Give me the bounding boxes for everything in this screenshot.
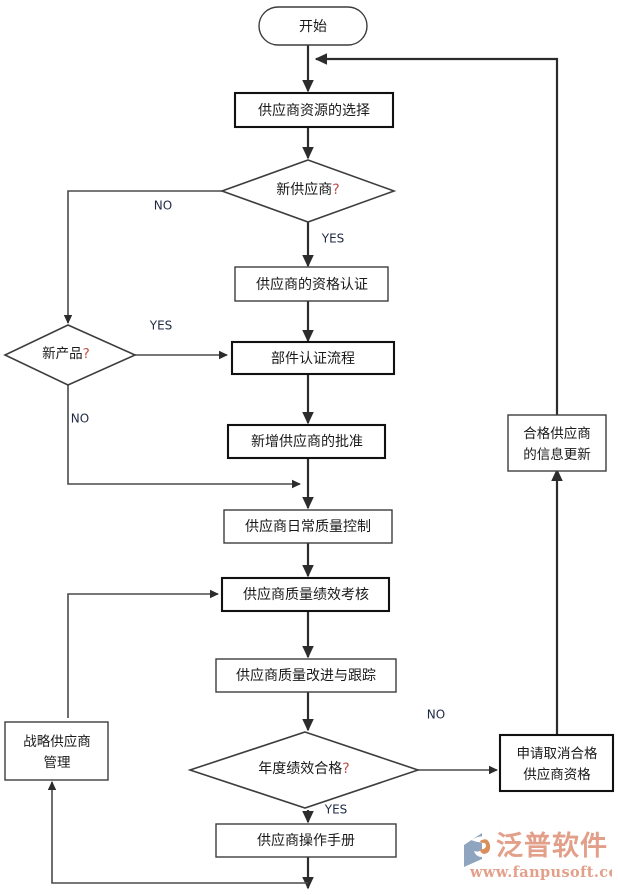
node-new-product[interactable]: 新产品?	[3, 324, 137, 386]
daily-qc-label: 供应商日常质量控制	[245, 518, 371, 535]
qualify-shape	[234, 266, 389, 302]
node-qualify[interactable]: 供应商的资格认证	[234, 266, 389, 302]
cancel-request-label-line2: 供应商资格	[523, 766, 591, 783]
annual-pass-label: 年度绩效合格?	[258, 761, 349, 777]
select-label: 供应商资源的选择	[258, 102, 370, 119]
node-perf-review[interactable]: 供应商质量绩效考核	[220, 576, 391, 613]
part-cert-label: 部件认证流程	[271, 351, 355, 367]
edge-label-no-annual: NO	[427, 708, 445, 722]
new-supplier-label: 新供应商?	[276, 181, 339, 198]
edge-updateinfo-to-select	[314, 53, 559, 415]
new-product-label: 新产品?	[42, 346, 90, 362]
node-cancel-request[interactable]: 申请取消合格 供应商资格	[498, 733, 615, 793]
improve-shape	[215, 658, 397, 693]
manual-label: 供应商操作手册	[257, 832, 355, 849]
edge-label-yes-new-supplier: YES	[321, 232, 345, 246]
update-info-label-line1: 合格供应商	[523, 425, 591, 442]
node-part-cert[interactable]: 部件认证流程	[230, 340, 396, 376]
edge-labels: NO YES YES NO NO YES	[71, 199, 445, 817]
node-daily-qc[interactable]: 供应商日常质量控制	[223, 509, 393, 544]
perf-review-label: 供应商质量绩效考核	[243, 586, 369, 603]
select-shape	[233, 91, 395, 129]
edge-label-yes-annual: YES	[324, 803, 348, 817]
node-improve[interactable]: 供应商质量改进与跟踪	[215, 658, 397, 693]
node-update-info[interactable]: 合格供应商 的信息更新	[507, 414, 607, 472]
connectors	[47, 45, 563, 890]
node-start[interactable]: 开始	[258, 6, 368, 46]
cancel-request-shape	[498, 733, 615, 793]
cancel-request-label-line1: 申请取消合格	[517, 746, 598, 762]
node-manual[interactable]: 供应商操作手册	[215, 823, 397, 858]
node-new-supplier[interactable]: 新供应商?	[219, 159, 397, 223]
manual-shape	[215, 823, 397, 858]
strategic-label-line2: 管理	[44, 755, 71, 771]
edge-newsupplier-no-to-newproduct	[63, 190, 222, 324]
qualify-label: 供应商的资格认证	[256, 276, 368, 293]
approve-label: 新增供应商的批准	[251, 433, 363, 450]
new-product-shape	[3, 324, 137, 386]
edge-label-no-new-product: NO	[71, 412, 89, 426]
edge-newproduct-no-to-dailyqc	[67, 385, 301, 489]
edge-label-yes-new-product: YES	[149, 319, 173, 333]
annual-pass-shape	[187, 731, 421, 809]
perf-review-shape	[220, 576, 391, 613]
edge-label-no-new-supplier: NO	[154, 199, 172, 213]
node-annual-pass[interactable]: 年度绩效合格?	[187, 731, 421, 809]
start-shape	[258, 6, 368, 46]
strategic-shape	[4, 721, 109, 781]
improve-label: 供应商质量改进与跟踪	[236, 667, 376, 684]
node-strategic[interactable]: 战略供应商 管理	[4, 721, 109, 781]
node-approve[interactable]: 新增供应商的批准	[226, 423, 387, 460]
update-info-label-line2: 的信息更新	[523, 446, 591, 463]
update-info-shape	[507, 414, 607, 472]
part-cert-shape	[230, 340, 396, 376]
strategic-label-line1: 战略供应商	[23, 733, 91, 750]
approve-shape	[226, 423, 387, 460]
edge-strategic-to-perfreview	[67, 589, 219, 718]
edge-manual-to-strategic	[47, 781, 308, 884]
start-label: 开始	[299, 19, 327, 35]
node-select[interactable]: 供应商资源的选择	[233, 91, 395, 129]
new-supplier-shape	[219, 159, 397, 223]
daily-qc-shape	[223, 509, 393, 544]
